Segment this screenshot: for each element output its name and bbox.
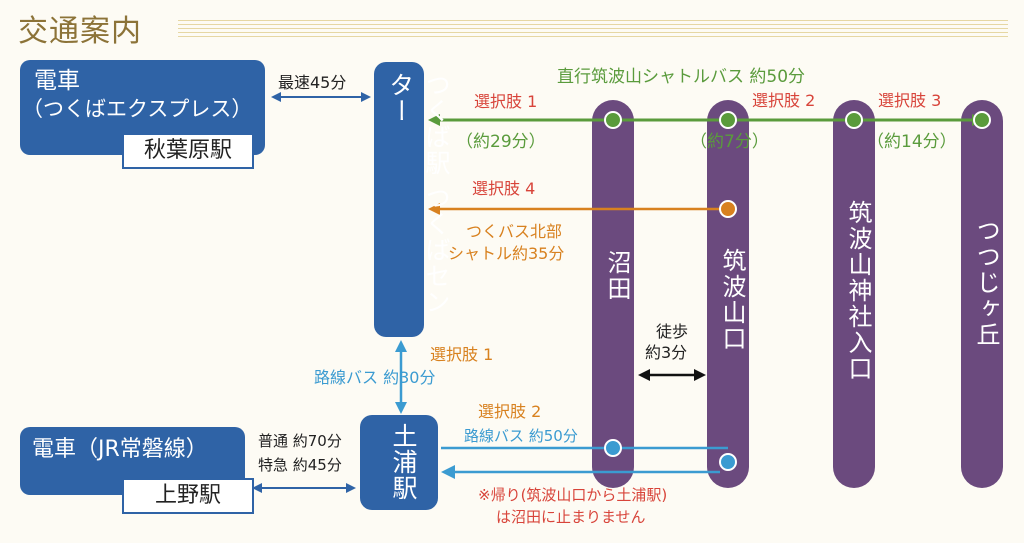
option3-label: 選択肢 3 bbox=[878, 91, 942, 110]
dot-jinja-green bbox=[845, 111, 863, 129]
stop-numata-label: 沼田 bbox=[603, 250, 631, 302]
time-7-label: （約7分） bbox=[690, 132, 769, 152]
route-bus-30-label: 路線バス 約30分 bbox=[314, 368, 436, 387]
dot-tsutsujigaoka-green bbox=[973, 111, 991, 129]
option2b-label: 選択肢 2 bbox=[478, 402, 542, 421]
dot-tsukubasanguchi-orange bbox=[719, 200, 737, 218]
route-bus-50-label: 路線バス 約50分 bbox=[464, 427, 578, 445]
tx-line-label: 電車 bbox=[34, 68, 80, 94]
stop-jinja-iriguchi-label: 筑波山神社入口 bbox=[844, 200, 872, 382]
tsukuba-hub-label: つくば駅 つくばセンター bbox=[386, 72, 451, 315]
dot-tsukubasanguchi-green bbox=[719, 111, 737, 129]
walk-label-2: 約3分 bbox=[645, 343, 688, 362]
direct-shuttle-line bbox=[428, 111, 991, 129]
local-70-label: 普通 約70分 bbox=[258, 432, 342, 450]
option1-label: 選択肢 1 bbox=[474, 92, 538, 111]
option1b-label: 選択肢 1 bbox=[430, 345, 494, 364]
north-bus-label-2: シャトル約35分 bbox=[448, 244, 565, 263]
tsuchiura-hub: 土浦駅 bbox=[360, 415, 438, 510]
option4-label: 選択肢 4 bbox=[472, 179, 536, 198]
tx-line-sub: （つくばエクスプレス） bbox=[22, 97, 253, 121]
return-note-2: は沼田に止まりません bbox=[496, 508, 646, 526]
option2-label: 選択肢 2 bbox=[752, 91, 816, 110]
jr-line-label: 電車（JR常磐線） bbox=[32, 437, 208, 462]
fastest-label: 最速45分 bbox=[278, 73, 347, 92]
route-bus-50-line bbox=[441, 439, 737, 479]
time-14-label: （約14分） bbox=[867, 132, 957, 152]
stop-tsukubasanguchi-label: 筑波山口 bbox=[718, 248, 746, 352]
dot-numata-blue bbox=[604, 439, 622, 457]
stop-tsukubasanguchi: 筑波山口 bbox=[707, 100, 749, 488]
tsuchiura-hub-label: 土浦駅 bbox=[389, 423, 418, 501]
title-divider bbox=[178, 20, 1008, 40]
return-note-1: ※帰り(筑波山口から土浦駅) bbox=[478, 486, 668, 504]
akihabara-station: 秋葉原駅 bbox=[122, 133, 254, 169]
route-bus-30-arrow bbox=[395, 340, 407, 414]
express-45-label: 特急 約45分 bbox=[258, 456, 342, 474]
north-bus-line bbox=[428, 200, 737, 218]
stop-tsutsujigaoka-label: つつじヶ丘 bbox=[972, 218, 1000, 348]
page-title: 交通案内 bbox=[18, 14, 142, 49]
ueno-station: 上野駅 bbox=[122, 478, 254, 514]
walk-arrow bbox=[638, 369, 706, 381]
stop-jinja-iriguchi: 筑波山神社入口 bbox=[833, 100, 875, 488]
walk-label-1: 徒歩 bbox=[656, 322, 689, 341]
time-29-label: （約29分） bbox=[456, 132, 546, 152]
jr-arrow bbox=[252, 483, 356, 493]
jr-train-box: 電車（JR常磐線） bbox=[20, 427, 245, 495]
dot-tsukubasanguchi-blue bbox=[719, 453, 737, 471]
stop-numata: 沼田 bbox=[592, 100, 634, 488]
stop-tsutsujigaoka: つつじヶ丘 bbox=[961, 100, 1003, 488]
dot-numata-green bbox=[604, 111, 622, 129]
fastest-arrow bbox=[271, 92, 371, 102]
tsukuba-hub: つくば駅 つくばセンター bbox=[374, 62, 451, 337]
north-bus-label-1: つくバス北部 bbox=[466, 222, 563, 241]
direct-shuttle-label: 直行筑波山シャトルバス 約50分 bbox=[557, 67, 806, 87]
